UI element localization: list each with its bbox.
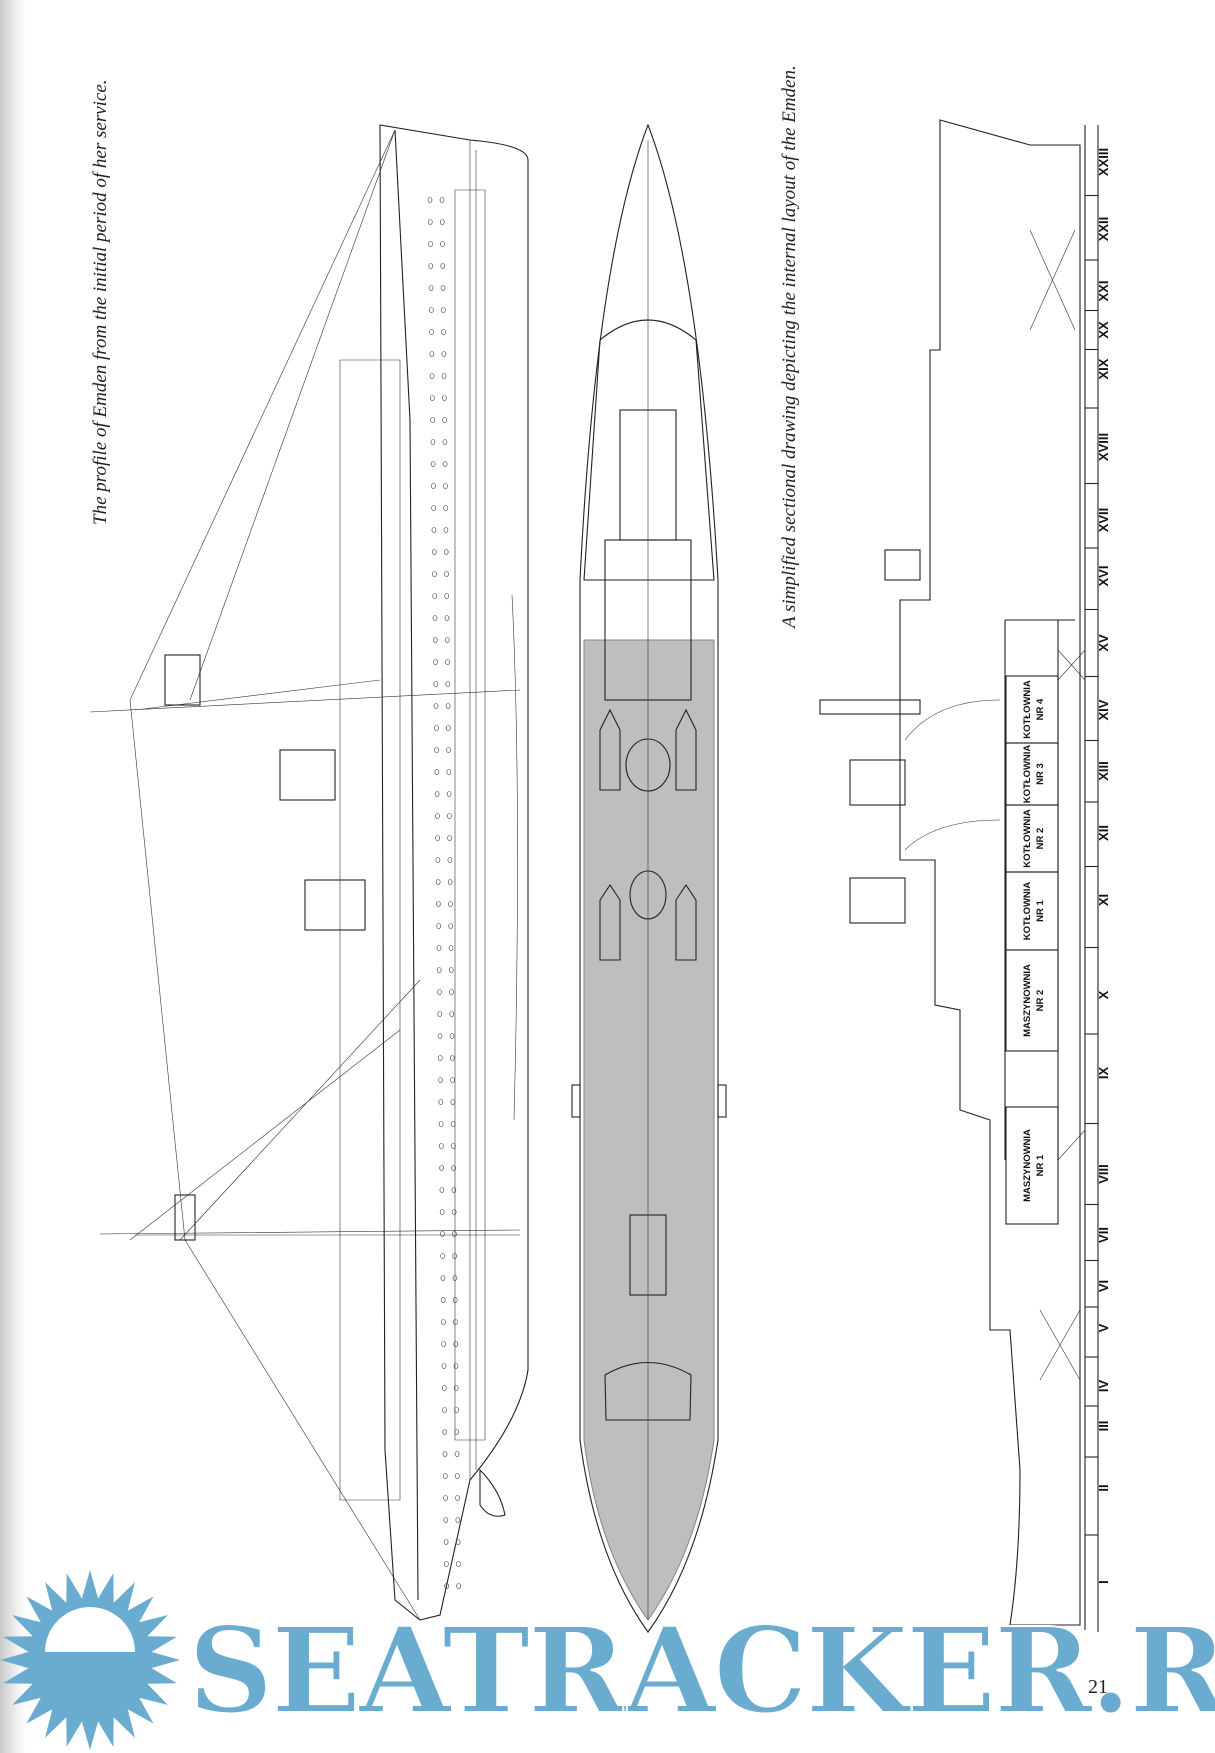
frame-label: IX [1096,1067,1111,1080]
frame-label: XX [1096,321,1111,339]
frame-label: XII [1096,825,1111,841]
frame-label: XXIII [1096,148,1111,176]
watermark-text: SEATRACKER.RU [188,1601,1215,1740]
compartment-nr: NR 2 [1035,828,1046,850]
compartment-nr: NR 4 [1035,698,1046,720]
frame-label: XIII [1096,761,1111,781]
frame-label: VI [1096,1280,1111,1292]
frame-label: VIII [1096,1164,1111,1184]
frame-label: XV [1096,634,1111,652]
frame-label: XIX [1096,358,1111,379]
compartment-name: KOTŁOWNIA [1022,745,1033,804]
compartment-name: KOTŁOWNIA [1022,882,1033,941]
compartment-nr: NR 1 [1035,1154,1046,1176]
section-caption: A simplified sectional drawing depicting… [779,65,800,630]
seatracker-watermark: SEATRACKER.RU [0,1570,1215,1750]
frame-label: XVII [1096,508,1111,533]
frame-label: II [1096,1484,1111,1491]
compartment-name: KOTŁOWNIA [1022,809,1033,868]
frame-label: V [1096,1323,1111,1332]
frame-label: IV [1096,1380,1111,1393]
frame-label: III [1096,1421,1111,1432]
compartment-name: KOTŁOWNIA [1022,680,1033,739]
frame-label: XVI [1096,566,1111,587]
compartment-nr: NR 1 [1035,899,1046,921]
page-number: 21 [1088,1676,1108,1698]
compartment-nr: NR 2 [1035,990,1046,1012]
frame-label: X [1096,990,1111,999]
frame-label: XI [1096,894,1111,906]
ship-profile-drawing [89,124,529,1621]
frame-label: XXI [1096,281,1111,302]
frame-label: XIV [1096,699,1111,720]
compartment-name: MASZYNOWNIA [1022,964,1033,1037]
compartment-nr: NR 3 [1035,763,1046,785]
sun-logo-icon [0,1570,180,1750]
frame-label: I [1096,1580,1111,1584]
ship-plan-drawing [571,123,727,1633]
frame-label: XVIII [1096,433,1111,461]
frame-label: XXII [1096,217,1111,242]
book-spine-shadow [0,0,26,1753]
frame-label: VII [1096,1227,1111,1243]
compartment-name: MASZYNOWNIA [1022,1129,1033,1202]
profile-caption: The profile of Emden from the initial pe… [90,79,111,525]
